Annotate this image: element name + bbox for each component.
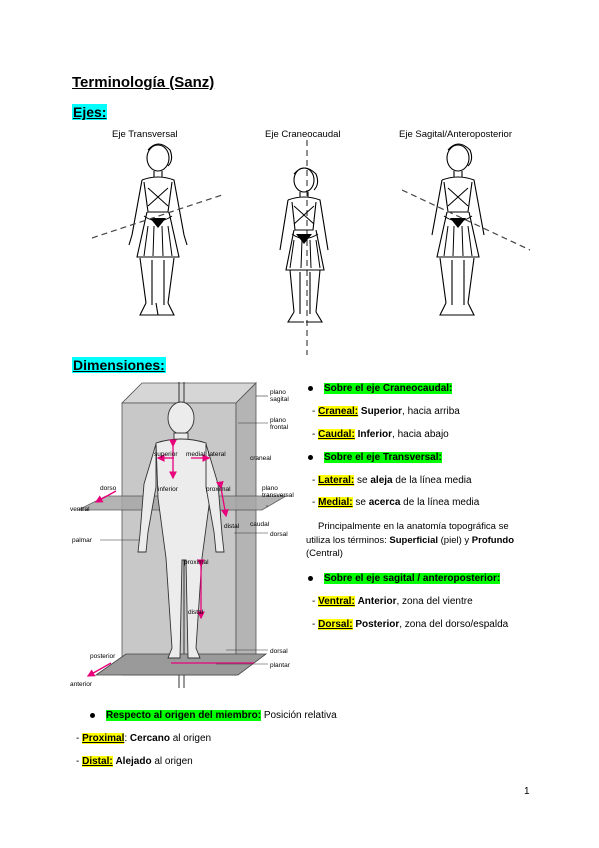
term-proximal: Proximal <box>82 733 125 744</box>
term-distal: Distal: <box>82 756 113 767</box>
para-text-3: (Central) <box>306 548 343 559</box>
line-lateral: - Lateral: se aleja de la línea media <box>312 475 472 486</box>
bold-inferior: Inferior <box>357 429 393 440</box>
bullet-miembro: Respecto al origen del miembro: Posición… <box>90 710 337 721</box>
line-medial: - Medial: se acerca de la línea media <box>312 497 480 508</box>
term-lateral: Lateral: <box>318 475 355 486</box>
text-dorsal-rest: , zona del dorso/espalda <box>399 619 509 630</box>
figure-eje-sagital <box>402 143 531 316</box>
label-craneal: craneal <box>250 455 272 462</box>
bullet-dot <box>308 575 313 581</box>
bold-acerca: acerca <box>368 497 401 508</box>
para-text-1: Principalmente en la anatomía topográfic… <box>306 521 509 546</box>
label-eje-craneocaudal: Eje Craneocaudal <box>265 129 341 140</box>
label-caudal: caudal <box>250 521 270 528</box>
text-caudal-rest: , hacia abajo <box>392 429 449 440</box>
bold-cercano: Cercano <box>129 733 170 744</box>
bold-superior: Superior <box>360 406 403 417</box>
text-craneal-rest: , hacia arriba <box>402 406 460 417</box>
text-posicion-relativa: Posición relativa <box>261 710 337 721</box>
figure-eje-transversal <box>92 143 222 316</box>
term-caudal: Caudal: <box>318 429 355 440</box>
label-distal-arm: distal <box>224 523 240 530</box>
bullet-craneocaudal: Sobre el eje Craneocaudal: <box>308 383 453 394</box>
heading-miembro: Respecto al origen del miembro: <box>106 710 262 721</box>
text-proximal-rest: al origen <box>169 733 212 744</box>
bold-profundo: Profundo <box>471 534 515 546</box>
heading-sagital: Sobre el eje sagital / anteroposterior: <box>324 573 501 584</box>
para-text-2: (piel) y <box>438 534 472 546</box>
bullet-sagital: Sobre el eje sagital / anteroposterior: <box>308 573 501 584</box>
line-dorsal: - Dorsal: Posterior, zona del dorso/espa… <box>312 619 509 630</box>
page-number: 1 <box>524 786 530 797</box>
text-ventral-rest: , zona del vientre <box>396 596 473 607</box>
label-plantar: plantar <box>270 662 291 669</box>
term-dorsal: Dorsal: <box>318 619 353 630</box>
bold-posterior: Posterior <box>355 619 400 630</box>
heading-craneocaudal: Sobre el eje Craneocaudal: <box>324 383 453 394</box>
text-proximal-colon: : <box>124 733 128 744</box>
label-eje-sagital: Eje Sagital/Anteroposterior <box>399 129 513 140</box>
text-lateral-pre: se <box>354 475 371 486</box>
label-medial: medial <box>186 451 206 458</box>
term-ventral: Ventral: <box>318 596 355 607</box>
text-distal-rest: al origen <box>151 756 193 767</box>
label-dorso: dorso <box>100 485 117 492</box>
label-distal-leg: distal <box>188 609 204 616</box>
term-medial: Medial: <box>318 497 353 508</box>
label-eje-transversal: Eje Transversal <box>112 129 178 140</box>
paragraph-superficial-profundo: Principalmente en la anatomía topográfic… <box>306 520 531 561</box>
bullet-dot <box>308 385 313 391</box>
line-ventral: - Ventral: Anterior, zona del vientre <box>312 596 473 607</box>
bold-superficial: Superficial <box>389 534 438 546</box>
heading-transversal: Sobre el eje Transversal: <box>324 452 442 463</box>
label-proximal-leg: proximal <box>184 559 209 566</box>
term-craneal: Craneal: <box>318 406 359 417</box>
section-heading-dimensiones: Dimensiones: <box>72 357 166 373</box>
bold-aleja: aleja <box>370 475 393 486</box>
label-lateral: lateral <box>208 451 226 458</box>
label-inferior: inferior <box>158 486 179 493</box>
bold-alejado: Alejado <box>115 756 152 767</box>
bullet-dot <box>90 712 95 718</box>
line-proximal: - Proximal: Cercano al origen <box>76 733 212 744</box>
label-posterior: posterior <box>90 653 116 660</box>
line-distal: - Distal: Alejado al origen <box>76 756 193 767</box>
label-palmar: palmar <box>72 537 93 544</box>
figure-eje-craneocaudal <box>279 140 329 355</box>
page-title: Terminología (Sanz) <box>72 74 215 91</box>
line-caudal: - Caudal: Inferior, hacia abajo <box>312 429 449 440</box>
section-heading-ejes: Ejes: <box>72 104 108 120</box>
text-medial-rest: de la línea media <box>400 497 480 508</box>
bullet-dot <box>308 454 313 460</box>
line-craneal: - Craneal: Superior, hacia arriba <box>312 406 460 417</box>
label-dorsal-foot: dorsal <box>270 648 288 655</box>
label-ventral: ventral <box>70 506 90 513</box>
label-anterior: anterior <box>70 681 93 688</box>
bullet-transversal: Sobre el eje Transversal: <box>308 452 442 463</box>
label-superior: superior <box>154 451 178 458</box>
bold-anterior: Anterior <box>357 596 397 607</box>
label-dorsal-hand: dorsal <box>270 531 288 538</box>
text-lateral-rest: de la línea media <box>392 475 472 486</box>
text-medial-pre: se <box>352 497 369 508</box>
label-proximal-arm: proximal <box>206 486 231 493</box>
